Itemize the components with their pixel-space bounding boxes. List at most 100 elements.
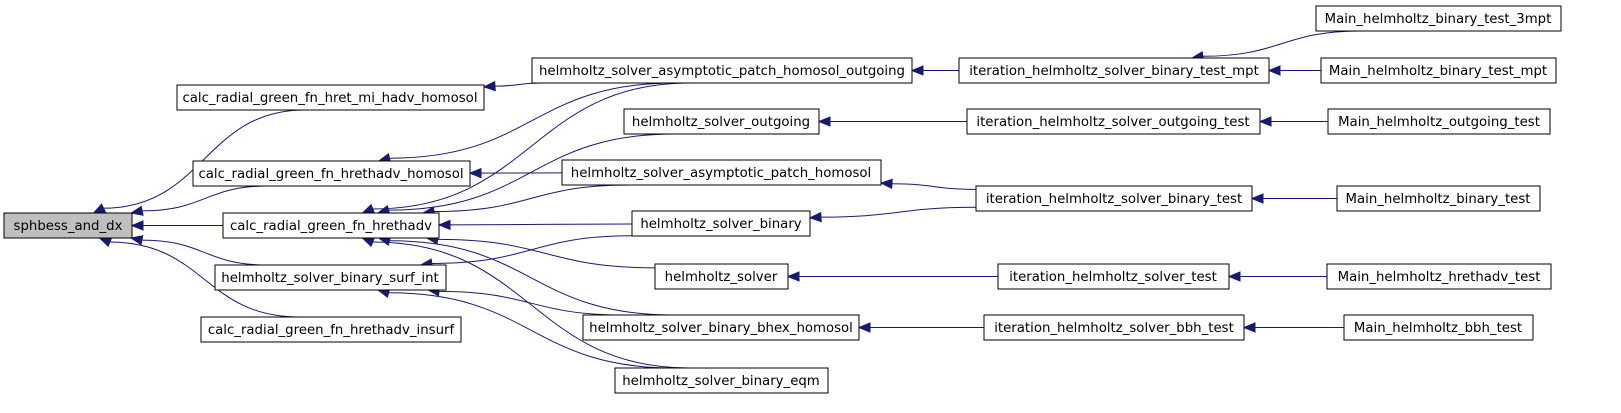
node-iteration-helmholtz-solver-bbh-test[interactable]: iteration_helmholtz_solver_bbh_test (983, 314, 1245, 341)
edge-n2-to-root (130, 185, 269, 216)
arrowhead (98, 237, 113, 248)
node-main-helmholtz-hrethadv-test[interactable]: Main_helmholtz_hrethadv_test (1326, 263, 1552, 290)
node-label: helmholtz_solver_asymptotic_patch_homoso… (539, 64, 905, 79)
arrowhead (468, 167, 482, 179)
node-helmholtz-solver[interactable]: helmholtz_solver (654, 263, 789, 290)
edge-c5-to-b4 (1227, 271, 1327, 282)
edge-line (433, 184, 630, 213)
edge-a7-to-n3 (361, 237, 691, 369)
edge-line (449, 223, 633, 226)
nodes-layer: sphbess_and_dx calc_radial_green_fn_hret… (3, 5, 1562, 394)
node-main-helmholtz-binary-test-mpt[interactable]: Main_helmholtz_binary_test_mpt (1320, 57, 1557, 84)
node-label: helmholtz_solver_binary (640, 217, 801, 232)
node-label: helmholtz_solver_asymptotic_patch_homoso… (571, 166, 871, 181)
edge-line (372, 241, 691, 369)
edge-c3-to-b2 (1258, 116, 1328, 127)
node-label: Main_helmholtz_hrethadv_test (1338, 270, 1541, 285)
edges-layer (92, 30, 1361, 369)
arrowhead (92, 203, 107, 214)
arrowhead (808, 211, 822, 223)
edge-n4-to-root (129, 235, 268, 266)
edge-b4-to-a5 (786, 271, 998, 282)
arrowhead (361, 203, 376, 214)
arrowhead (910, 65, 924, 76)
node-helmholtz-solver-asymptotic-patch-homosol[interactable]: helmholtz_solver_asymptotic_patch_homoso… (561, 159, 882, 186)
edge-b2-to-a2 (817, 116, 967, 127)
node-main-helmholtz-binary-test-3mpt[interactable]: Main_helmholtz_binary_test_3mpt (1315, 5, 1562, 32)
node-main-helmholtz-binary-test[interactable]: Main_helmholtz_binary_test (1336, 185, 1541, 212)
node-label: helmholtz_solver_binary_bhex_homosol (589, 321, 853, 336)
node-calc-radial-green-fn-hrethadv-insurf[interactable]: calc_radial_green_fn_hrethadv_insurf (200, 316, 462, 343)
edge-a3-to-n3 (421, 184, 630, 217)
node-calc-radial-green-fn-hrethadv[interactable]: calc_radial_green_fn_hrethadv (222, 212, 440, 239)
node-helmholtz-solver-binary-bhex-homosol[interactable]: helmholtz_solver_binary_bhex_homosol (582, 314, 860, 341)
node-helmholtz-solver-binary-eqm[interactable]: helmholtz_solver_binary_eqm (614, 367, 829, 394)
edge-c2-to-b1 (1267, 65, 1322, 76)
edge-line (388, 133, 675, 211)
edge-line (389, 82, 675, 159)
node-label: iteration_helmholtz_solver_binary_test_m… (969, 64, 1259, 79)
edge-n3-to-root (130, 220, 224, 231)
arrowhead (1227, 271, 1241, 282)
arrowhead (857, 322, 871, 333)
arrowhead (1258, 116, 1272, 127)
arrowhead (879, 178, 893, 190)
node-calc-radial-green-fn-hrethadv-homosol[interactable]: calc_radial_green_fn_hrethadv_homosol (192, 160, 471, 187)
edge-line (891, 183, 977, 190)
node-label: sphbess_and_dx (14, 219, 123, 234)
arrowhead (1250, 193, 1264, 204)
edge-c6-to-b5 (1242, 322, 1344, 333)
node-label: helmholtz_solver (665, 270, 778, 285)
node-label: iteration_helmholtz_solver_binary_test (986, 192, 1242, 207)
arrowhead (437, 219, 451, 231)
node-label: iteration_helmholtz_solver_bbh_test (994, 321, 1234, 336)
arrowhead (1242, 322, 1256, 333)
node-helmholtz-solver-binary[interactable]: helmholtz_solver_binary (631, 210, 811, 237)
node-calc-radial-green-fn-hret-mi-hadv-homosol[interactable]: calc_radial_green_fn_hret_mi_hadv_homoso… (176, 84, 485, 111)
node-label: Main_helmholtz_binary_test_3mpt (1325, 12, 1552, 27)
node-helmholtz-solver-binary-surf-int[interactable]: helmholtz_solver_binary_surf_int (214, 264, 447, 291)
node-label: iteration_helmholtz_solver_test (1009, 270, 1217, 285)
node-helmholtz-solver-outgoing[interactable]: helmholtz_solver_outgoing (623, 108, 820, 135)
node-helmholtz-solver-asymptotic-patch-homosol-outgoing[interactable]: helmholtz_solver_asymptotic_patch_homoso… (531, 57, 913, 84)
edge-line (142, 185, 269, 212)
edge-line (372, 82, 691, 210)
edge-line (141, 239, 268, 266)
arrowhead (482, 80, 496, 92)
node-label: iteration_helmholtz_solver_outgoing_test (976, 115, 1249, 130)
node-iteration-helmholtz-solver-binary-test[interactable]: iteration_helmholtz_solver_binary_test (975, 185, 1253, 212)
node-main-helmholtz-bbh-test[interactable]: Main_helmholtz_bbh_test (1343, 314, 1534, 341)
edge-b3-to-a4 (808, 206, 977, 223)
edge-line (388, 292, 675, 369)
edge-line (103, 109, 305, 209)
arrowhead (361, 237, 376, 248)
node-label: calc_radial_green_fn_hret_mi_hadv_homoso… (182, 91, 477, 106)
arrowhead (130, 220, 144, 231)
edge-c4-to-b3 (1250, 193, 1337, 204)
edge-line (439, 290, 624, 316)
node-main-helmholtz-outgoing-test[interactable]: Main_helmholtz_outgoing_test (1327, 108, 1551, 135)
edge-line (1202, 30, 1361, 57)
node-iteration-helmholtz-solver-outgoing-test[interactable]: iteration_helmholtz_solver_outgoing_test (966, 108, 1261, 135)
node-label: Main_helmholtz_binary_test (1346, 192, 1531, 207)
node-iteration-helmholtz-solver-test[interactable]: iteration_helmholtz_solver_test (997, 263, 1230, 290)
edge-a3-to-n2 (468, 167, 563, 179)
node-iteration-helmholtz-solver-binary-test-mpt[interactable]: iteration_helmholtz_solver_binary_test_m… (958, 57, 1270, 84)
node-label: helmholtz_solver_binary_eqm (622, 374, 820, 389)
node-label: helmholtz_solver_binary_surf_int (221, 271, 438, 286)
arrowhead (786, 271, 800, 282)
node-label: helmholtz_solver_outgoing (632, 115, 810, 130)
edge-line (820, 206, 977, 218)
edge-a4-to-n3 (437, 219, 633, 231)
node-label: calc_radial_green_fn_hrethadv_insurf (208, 323, 455, 338)
arrowhead (129, 235, 144, 246)
edge-c1-to-b1 (1190, 30, 1361, 62)
edge-b1-to-a1 (910, 65, 960, 76)
edge-line (437, 238, 656, 269)
node-label: Main_helmholtz_outgoing_test (1338, 115, 1540, 130)
node-sphbess-and-dx[interactable]: sphbess_and_dx (3, 212, 133, 239)
node-label: Main_helmholtz_binary_test_mpt (1329, 64, 1547, 79)
node-label: calc_radial_green_fn_hrethadv_homosol (198, 167, 463, 182)
edge-line (109, 241, 300, 318)
